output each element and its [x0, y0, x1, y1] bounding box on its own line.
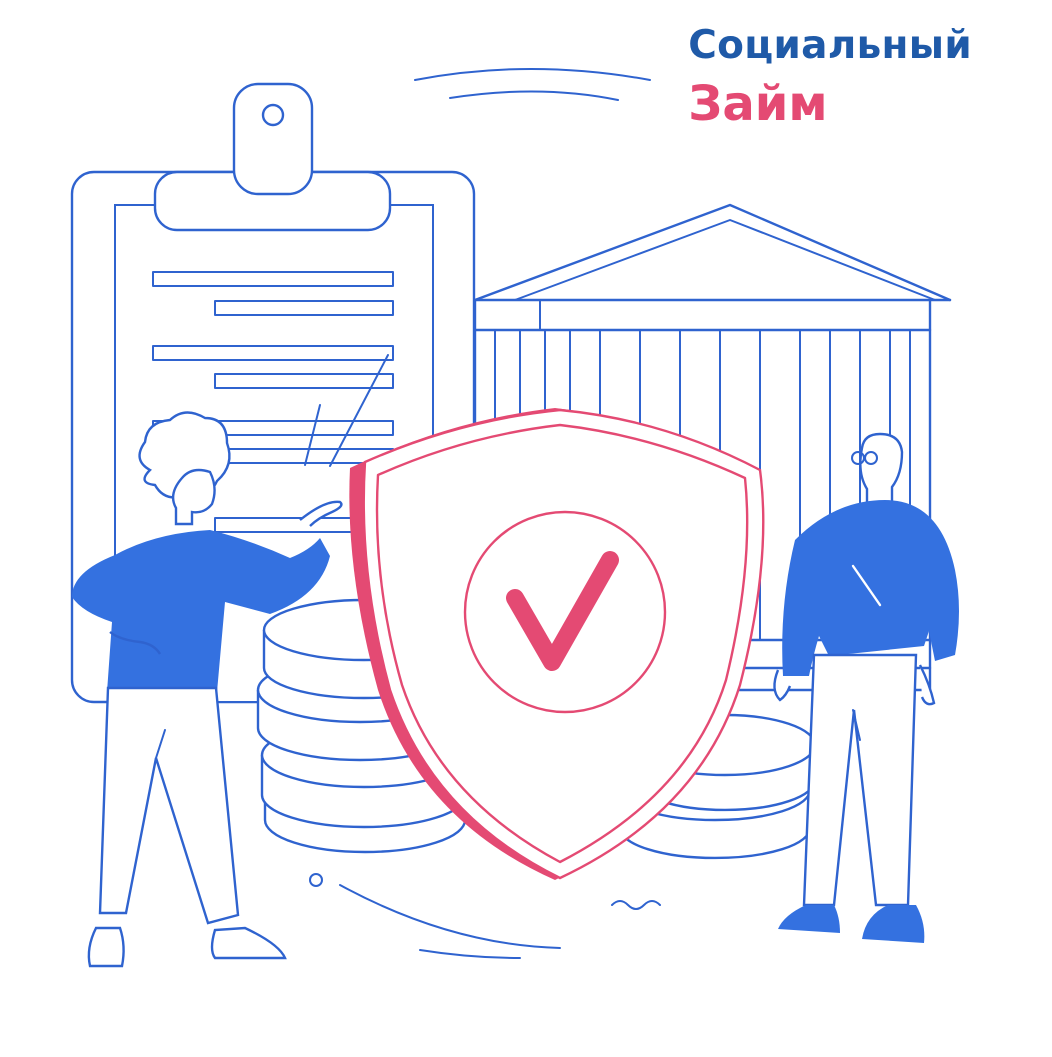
man-figure — [773, 432, 959, 943]
brand-title-line2: Займ — [688, 76, 828, 132]
decorative-arcs — [309, 68, 661, 959]
shield-check-icon — [349, 408, 765, 880]
brand-logo: Социальный Займ — [688, 26, 972, 128]
woman-figure — [72, 411, 343, 968]
brand-title-line1: Социальный — [688, 23, 972, 68]
